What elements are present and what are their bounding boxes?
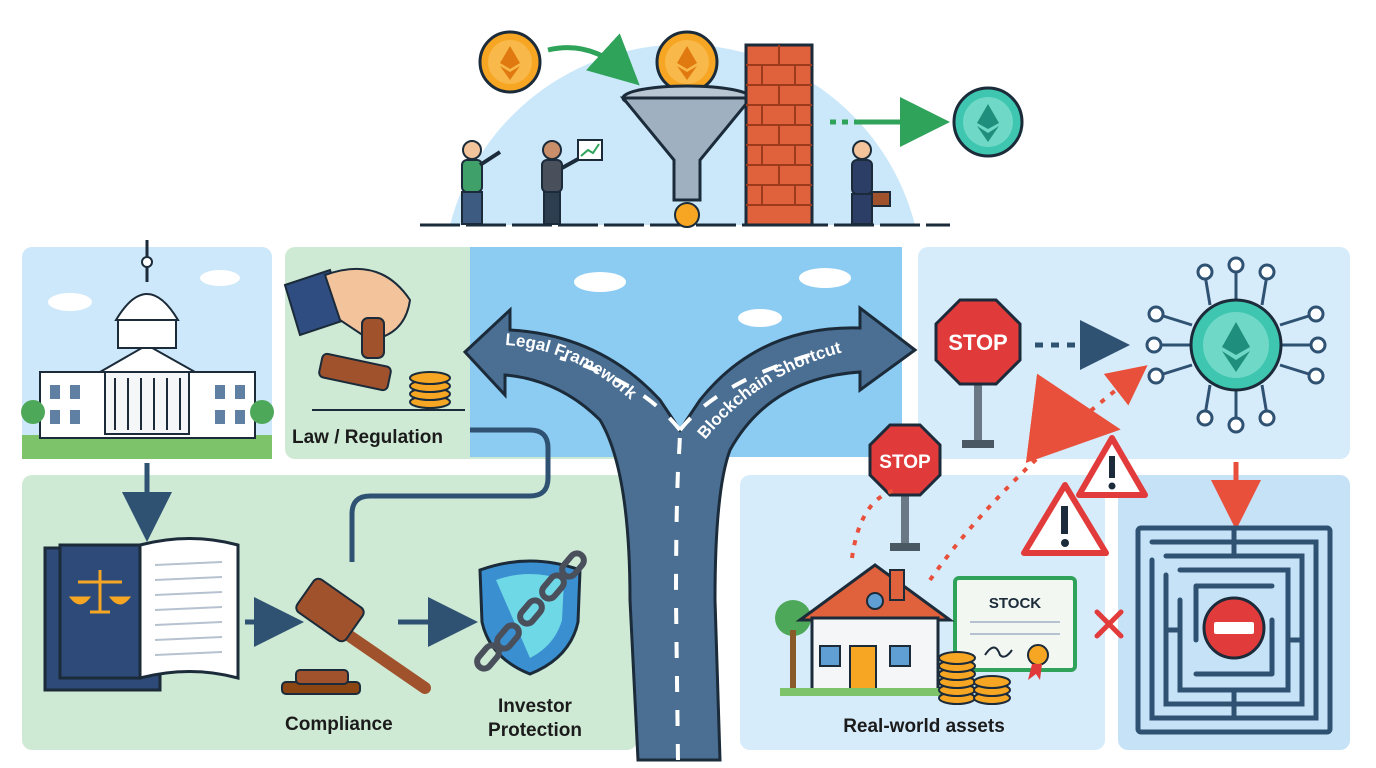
stock-label: STOCK xyxy=(989,595,1041,612)
coin-stack-icon xyxy=(938,651,1011,705)
investor-label: Investor xyxy=(498,696,573,717)
stock-certificate-icon: STOCK xyxy=(953,576,1077,680)
stop-sign-icon: STOP xyxy=(934,298,1022,448)
stop-label: STOP xyxy=(948,330,1008,355)
businessman-icon xyxy=(851,140,891,225)
open-law-book-icon xyxy=(43,537,240,692)
shield-chain-icon xyxy=(474,550,587,676)
forked-road xyxy=(462,304,918,762)
person-pointing-icon xyxy=(461,140,502,225)
ether-coin-icon xyxy=(952,86,1024,158)
law-regulation-label: Law / Regulation xyxy=(292,427,443,448)
stop-sign-icon: STOP xyxy=(868,423,942,551)
gavel-icon xyxy=(281,577,431,695)
maze-icon xyxy=(1135,525,1333,735)
no-entry-icon xyxy=(1202,596,1266,660)
ether-coin-icon xyxy=(478,30,542,94)
funnel-icon xyxy=(619,84,755,228)
warning-icon xyxy=(1076,435,1148,498)
house-icon xyxy=(775,563,955,696)
green-arrow-curved xyxy=(547,33,640,86)
real-world-assets-label: Real-world assets xyxy=(843,716,1005,737)
protection-label: Protection xyxy=(488,720,582,741)
brick-wall-icon xyxy=(744,43,814,227)
capitol-icon xyxy=(21,240,274,459)
scales-icon xyxy=(68,570,132,614)
person-presenting-icon xyxy=(541,139,603,225)
warning-icon xyxy=(1021,482,1109,556)
connector-line xyxy=(349,427,551,562)
curved-red-arrow xyxy=(1025,373,1121,463)
top-scene xyxy=(420,30,1024,228)
ether-coin-icon xyxy=(655,30,719,94)
clouds xyxy=(48,268,851,327)
coin-stack-icon xyxy=(409,371,451,409)
network-token-icon xyxy=(1145,256,1327,434)
hand-stamp-icon xyxy=(283,267,465,411)
stop-label: STOP xyxy=(879,452,931,473)
cross-icon xyxy=(1094,609,1124,639)
compliance-label: Compliance xyxy=(285,714,393,735)
dotted-red-path xyxy=(850,488,896,559)
